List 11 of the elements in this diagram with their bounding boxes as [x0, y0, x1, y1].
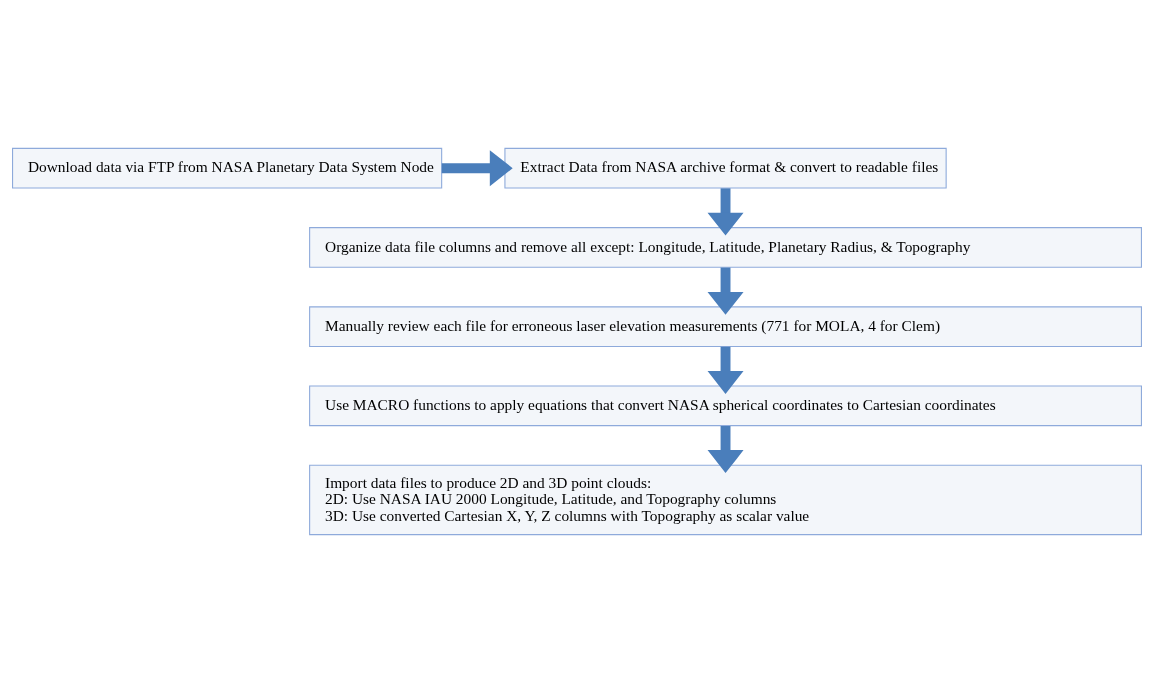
arrow — [707, 267, 744, 315]
arrow — [441, 150, 513, 187]
node-box: Manually review each file for erroneous laser elevation measurements (771 for MOLA, 4 for Clem) — [309, 306, 1142, 347]
arrow — [707, 346, 744, 394]
arrow — [707, 426, 744, 473]
node-box: Import data files to produce 2D and 3D point clouds: 2D: Use NASA IAU 2000 Longitude, Latitude, and Topography columns 3D: Use converted Cartesian X, Y, Z columns with Topography as scalar value — [309, 464, 1142, 536]
arrow — [707, 188, 744, 236]
node-box: Extract Data from NASA archive format & convert to readable files — [504, 147, 947, 189]
node-box: Download data via FTP from NASA Planetary Data System Node — [12, 147, 443, 189]
node-box: Organize data file columns and remove all except: Longitude, Latitude, Planetary Radius, & Topography — [309, 227, 1142, 268]
node-box: Use MACRO functions to apply equations that convert NASA spherical coordinates to Cartesian coordinates — [309, 385, 1142, 427]
